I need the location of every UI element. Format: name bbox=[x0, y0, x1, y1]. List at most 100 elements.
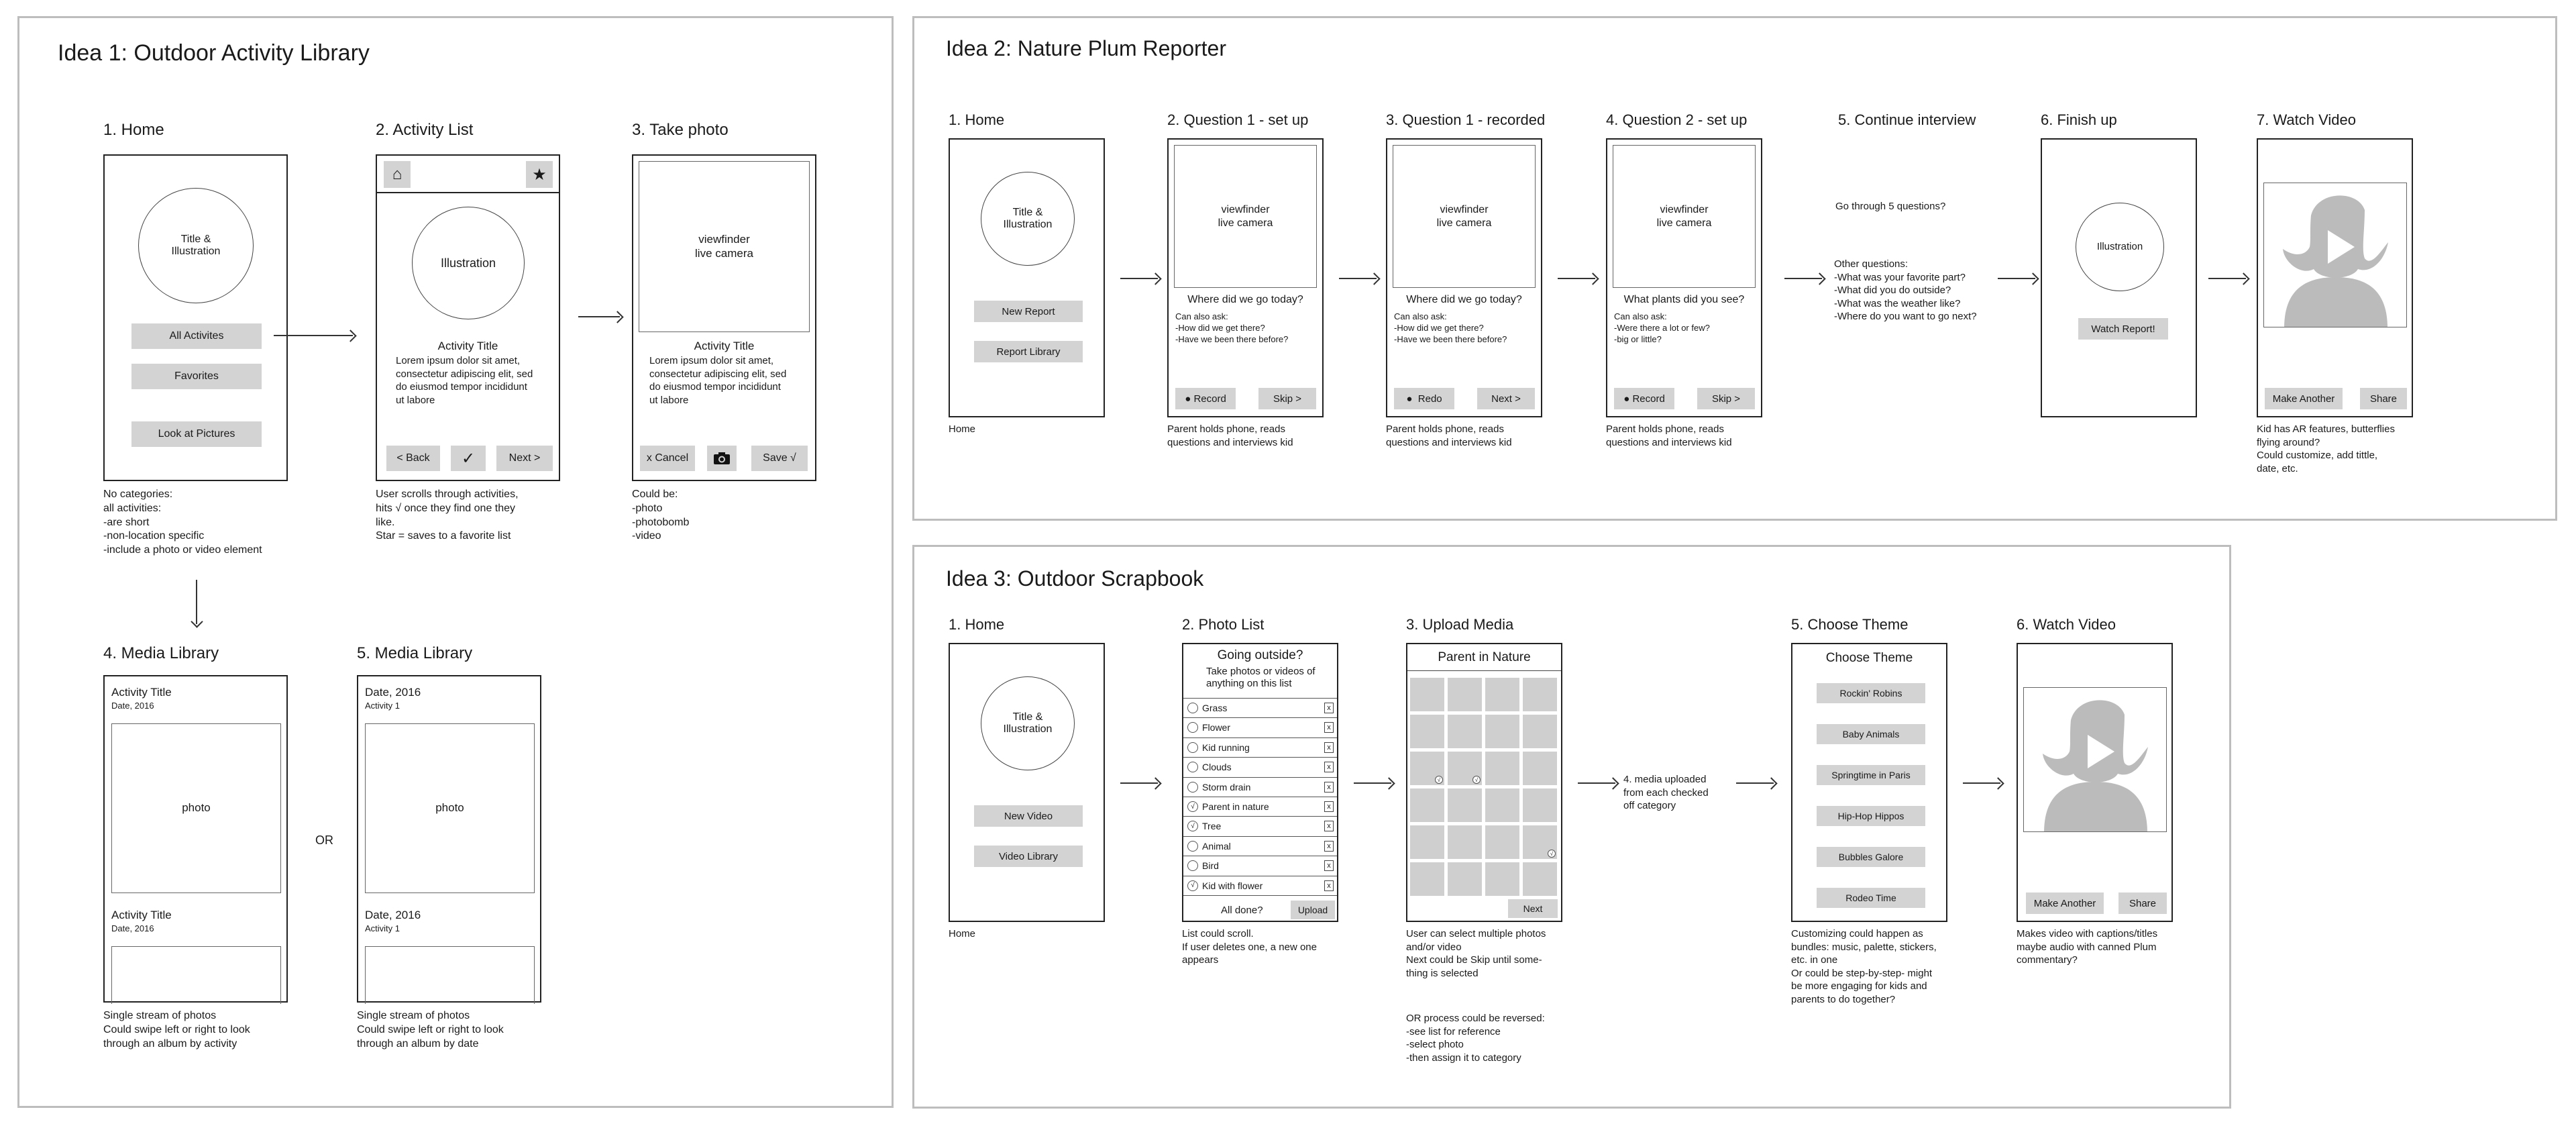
media-thumbnail[interactable]: √ bbox=[1410, 752, 1444, 785]
make-another-button[interactable]: Make Another bbox=[2265, 388, 2343, 409]
theme-option-button[interactable]: Springtime in Paris bbox=[1817, 765, 1925, 785]
photo-thumbnail[interactable]: photo bbox=[111, 723, 281, 893]
skip-button[interactable]: Skip > bbox=[1697, 388, 1755, 409]
share-button[interactable]: Share bbox=[2118, 892, 2167, 914]
remove-item-icon[interactable]: x bbox=[1324, 781, 1334, 793]
photo-thumbnail[interactable]: photo bbox=[365, 723, 535, 893]
remove-item-icon[interactable]: x bbox=[1324, 840, 1334, 852]
media-thumbnail[interactable] bbox=[1410, 825, 1444, 859]
unchecked-circle-icon[interactable] bbox=[1187, 722, 1198, 733]
remove-item-icon[interactable]: x bbox=[1324, 762, 1334, 773]
unchecked-circle-icon[interactable] bbox=[1187, 860, 1198, 872]
unchecked-circle-icon[interactable] bbox=[1187, 742, 1198, 753]
checked-circle-icon[interactable]: √ bbox=[1187, 880, 1198, 891]
play-icon[interactable] bbox=[2325, 240, 2352, 274]
theme-option-button[interactable]: Baby Animals bbox=[1817, 724, 1925, 744]
title-illustration-circle: Title & Illustration bbox=[981, 676, 1075, 770]
save-button[interactable]: Save √ bbox=[751, 446, 808, 471]
unchecked-circle-icon[interactable] bbox=[1187, 703, 1198, 713]
remove-item-icon[interactable]: x bbox=[1324, 801, 1334, 812]
video-library-button[interactable]: Video Library bbox=[974, 846, 1083, 867]
theme-option-button[interactable]: Rockin' Robins bbox=[1817, 683, 1925, 703]
media-thumbnail[interactable] bbox=[1485, 862, 1519, 896]
all-done-label: All done? bbox=[1221, 905, 1263, 916]
new-video-button[interactable]: New Video bbox=[974, 805, 1083, 827]
remove-item-icon[interactable]: x bbox=[1324, 860, 1334, 872]
favorites-button[interactable]: Favorites bbox=[131, 364, 262, 389]
unchecked-circle-icon[interactable] bbox=[1187, 840, 1198, 852]
video-player[interactable] bbox=[2023, 687, 2167, 832]
redo-button[interactable]: ● Redo bbox=[1394, 388, 1454, 409]
media-thumbnail[interactable] bbox=[1485, 825, 1519, 859]
play-icon[interactable] bbox=[2085, 745, 2112, 778]
media-thumbnail[interactable] bbox=[1485, 678, 1519, 711]
media-thumbnail[interactable] bbox=[1485, 752, 1519, 785]
remove-item-icon[interactable]: x bbox=[1324, 722, 1334, 733]
theme-option-button[interactable]: Rodeo Time bbox=[1817, 888, 1925, 908]
arrow-i3-3 bbox=[1578, 782, 1615, 784]
theme-option-button[interactable]: Hip-Hop Hippos bbox=[1817, 806, 1925, 826]
check-icon[interactable]: ✓ bbox=[451, 446, 486, 471]
media-thumbnail[interactable] bbox=[1448, 788, 1482, 822]
unchecked-circle-icon[interactable] bbox=[1187, 762, 1198, 773]
photo-thumbnail[interactable] bbox=[365, 946, 535, 1004]
report-library-button[interactable]: Report Library bbox=[974, 341, 1083, 362]
record-button[interactable]: ● Record bbox=[1614, 388, 1674, 409]
media-thumbnail[interactable] bbox=[1523, 862, 1557, 896]
share-button[interactable]: Share bbox=[2360, 388, 2407, 409]
media-thumbnail[interactable] bbox=[1523, 788, 1557, 822]
media-thumbnail[interactable] bbox=[1485, 715, 1519, 748]
upload-button[interactable]: Upload bbox=[1291, 901, 1335, 919]
all-activities-button[interactable]: All Activites bbox=[131, 323, 262, 349]
video-player[interactable] bbox=[2263, 183, 2407, 327]
media-thumbnail[interactable] bbox=[1410, 862, 1444, 896]
remove-item-icon[interactable]: x bbox=[1324, 821, 1334, 832]
record-button[interactable]: ● Record bbox=[1175, 388, 1236, 409]
media-thumbnail[interactable]: √ bbox=[1523, 825, 1557, 859]
new-report-button[interactable]: New Report bbox=[974, 301, 1083, 322]
skip-button[interactable]: Skip > bbox=[1258, 388, 1316, 409]
checked-circle-icon[interactable]: √ bbox=[1187, 801, 1198, 812]
media-thumbnail[interactable] bbox=[1448, 715, 1482, 748]
media-thumbnail[interactable] bbox=[1523, 715, 1557, 748]
remove-item-icon[interactable]: x bbox=[1324, 742, 1334, 753]
media-thumbnail[interactable] bbox=[1448, 825, 1482, 859]
media-thumbnail[interactable] bbox=[1410, 788, 1444, 822]
media-thumbnail[interactable] bbox=[1485, 788, 1519, 822]
photo-thumbnail[interactable] bbox=[111, 946, 281, 1004]
cancel-button[interactable]: x Cancel bbox=[640, 446, 695, 471]
media-thumbnail[interactable] bbox=[1523, 678, 1557, 711]
unchecked-circle-icon[interactable] bbox=[1187, 781, 1198, 793]
media-thumbnail[interactable]: √ bbox=[1448, 752, 1482, 785]
media-thumbnail[interactable] bbox=[1448, 862, 1482, 896]
make-another-button[interactable]: Make Another bbox=[2026, 892, 2104, 914]
camera-icon[interactable] bbox=[707, 446, 737, 471]
media-thumbnail[interactable] bbox=[1523, 752, 1557, 785]
checked-circle-icon[interactable]: √ bbox=[1187, 821, 1198, 832]
media-thumbnail[interactable] bbox=[1448, 678, 1482, 711]
star-icon[interactable]: ★ bbox=[526, 161, 553, 188]
media-thumbnail[interactable] bbox=[1410, 678, 1444, 711]
theme-option-button[interactable]: Bubbles Galore bbox=[1817, 847, 1925, 867]
next-button[interactable]: Next bbox=[1508, 899, 1558, 918]
home-icon[interactable]: ⌂ bbox=[384, 161, 411, 188]
remove-item-icon[interactable]: x bbox=[1324, 880, 1334, 891]
next-button[interactable]: Next > bbox=[1477, 388, 1535, 409]
look-at-pictures-button[interactable]: Look at Pictures bbox=[131, 421, 262, 447]
i2-watch-note: Kid has AR features, butterflies flying … bbox=[2257, 423, 2395, 474]
watch-report-button[interactable]: Watch Report! bbox=[2078, 318, 2168, 340]
next-button[interactable]: Next > bbox=[496, 446, 553, 471]
media-thumbnail[interactable] bbox=[1410, 715, 1444, 748]
back-button[interactable]: < Back bbox=[386, 446, 440, 471]
remove-item-icon[interactable]: x bbox=[1324, 703, 1334, 713]
